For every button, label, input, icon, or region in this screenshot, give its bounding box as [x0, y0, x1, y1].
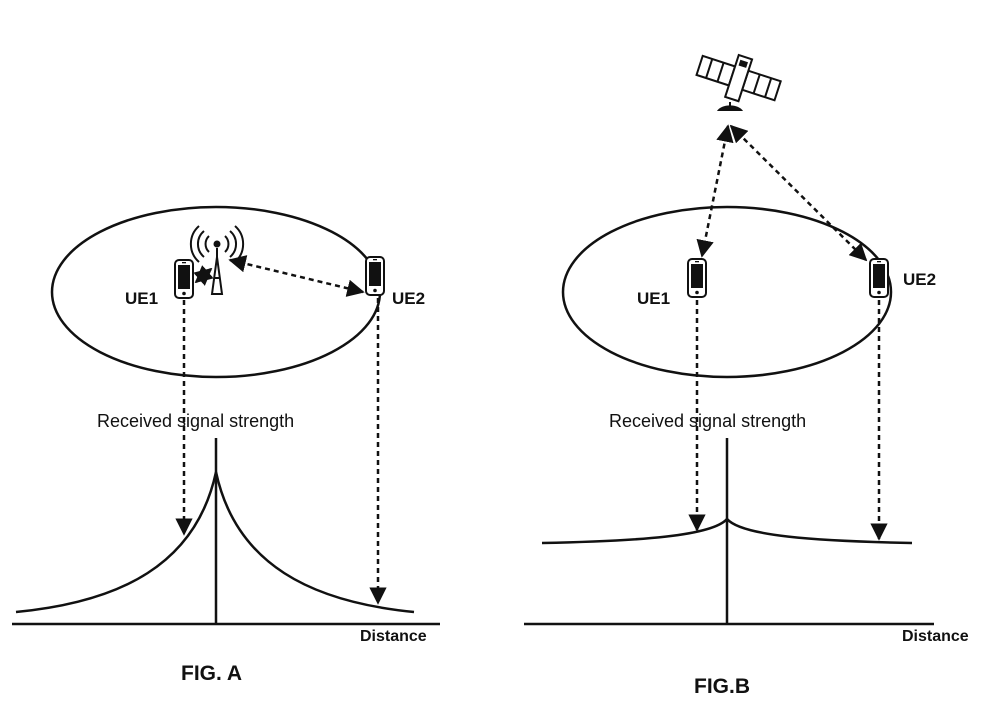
mobile-phone-icon — [365, 256, 385, 296]
mobile-phone-icon — [687, 258, 707, 298]
satellite-ue2-link — [729, 124, 868, 262]
satellite-ue1-link — [696, 124, 734, 258]
figure-a: UE1 UE2 Received signal strength Distanc… — [12, 205, 440, 685]
signal-strength-label: Received signal strength — [97, 411, 294, 431]
ue1-tower-link — [193, 265, 214, 286]
ue2-label: UE2 — [903, 270, 936, 289]
ue1-label: UE1 — [637, 289, 670, 308]
satellite-icon — [695, 53, 782, 111]
figure-b: UE1 UE2 Received signal strength Distanc… — [524, 53, 969, 698]
signal-strength-label: Received signal strength — [609, 411, 806, 431]
coverage-ellipse — [50, 205, 382, 379]
distance-label: Distance — [902, 628, 969, 645]
tower-ue2-link — [228, 255, 365, 297]
coverage-ellipse — [561, 205, 893, 379]
mobile-phone-icon — [174, 259, 194, 299]
signal-curve — [15, 471, 415, 614]
ue1-label: UE1 — [125, 289, 158, 308]
figure-caption: FIG. A — [181, 662, 242, 685]
ue2-label: UE2 — [392, 289, 425, 308]
mobile-phone-icon — [869, 258, 889, 298]
signal-curve — [541, 517, 913, 545]
figure-caption: FIG.B — [694, 675, 750, 698]
cell-tower-icon — [189, 225, 245, 295]
distance-label: Distance — [360, 628, 427, 645]
